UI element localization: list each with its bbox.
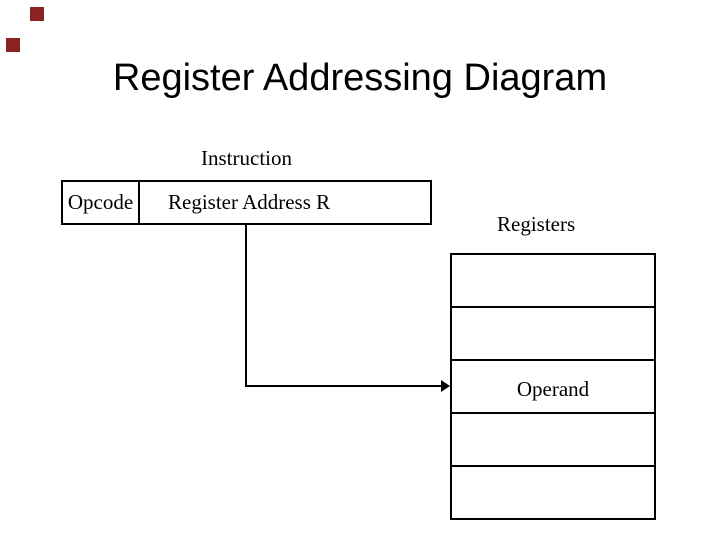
register-row	[452, 255, 654, 306]
instruction-label: Instruction	[201, 146, 292, 170]
register-row-operand: Operand	[452, 359, 654, 412]
register-address-cell-label: Register Address R	[168, 190, 331, 214]
register-row	[452, 465, 654, 518]
registers-box: Operand	[450, 253, 656, 520]
register-row	[452, 412, 654, 465]
opcode-cell-label: Opcode	[67, 190, 134, 214]
decor-square-left	[6, 38, 20, 52]
register-select-arrow-head-icon	[441, 380, 450, 392]
register-address-cell: Register Address R	[140, 182, 430, 223]
decor-square-top	[30, 7, 44, 21]
register-row	[452, 306, 654, 359]
register-select-arrow-horizontal	[245, 385, 442, 387]
opcode-cell: Opcode	[63, 182, 140, 223]
slide-title: Register Addressing Diagram	[112, 57, 608, 99]
instruction-box: Opcode Register Address R	[61, 180, 432, 225]
register-select-arrow-vertical	[245, 225, 247, 386]
operand-label: Operand	[516, 377, 590, 401]
registers-label: Registers	[497, 212, 576, 236]
